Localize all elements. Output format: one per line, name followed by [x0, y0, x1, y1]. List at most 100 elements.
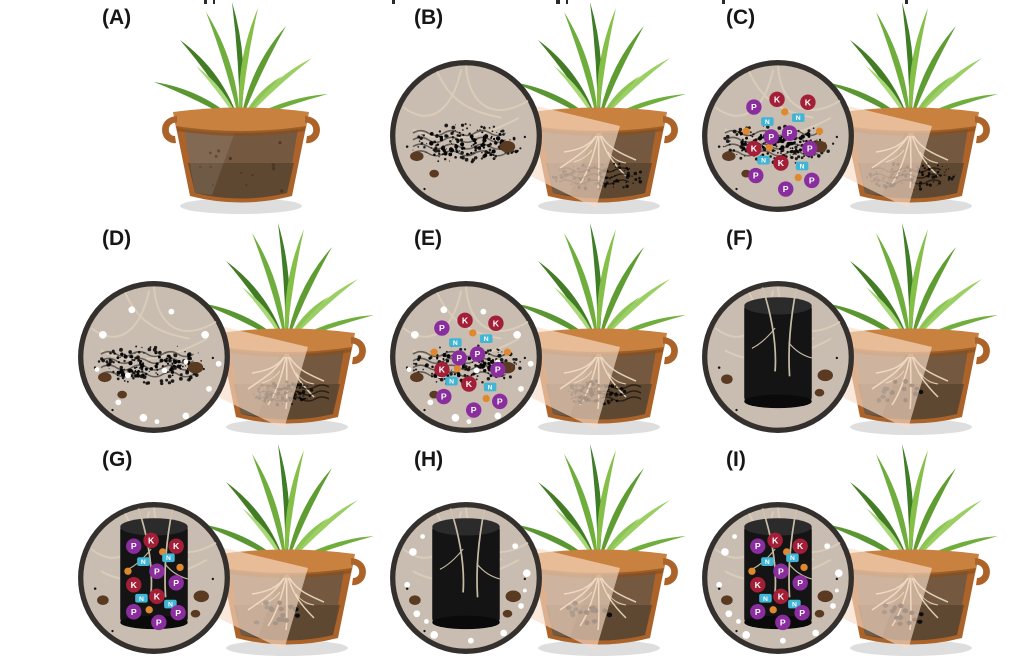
svg-text:K: K	[154, 591, 161, 601]
micronutrient-dot	[145, 606, 153, 614]
nutrient-K-badge: K	[767, 532, 783, 549]
nutrient-K-badge: K	[168, 538, 184, 554]
pot-rim	[219, 328, 355, 357]
svg-text:K: K	[493, 318, 500, 328]
svg-text:P: P	[471, 405, 477, 415]
svg-text:P: P	[780, 617, 786, 627]
nutrient-P-badge: P	[804, 172, 820, 189]
nutrient-K-badge: K	[149, 588, 165, 605]
pot-rim	[843, 328, 979, 357]
nutrient-P-badge: P	[436, 388, 452, 405]
nutrient-P-badge: P	[775, 614, 791, 631]
nutrient-K-badge: K	[457, 312, 473, 329]
magnifier-inset	[390, 60, 542, 212]
nutrient-P-badge: P	[750, 604, 766, 620]
nutrient-K-badge: K	[488, 315, 504, 331]
svg-text:N: N	[763, 596, 768, 603]
nutrient-P-badge: P	[490, 361, 506, 378]
magnifier-inset-B	[384, 54, 548, 218]
svg-text:P: P	[154, 566, 160, 576]
pot-shadow	[180, 198, 302, 214]
svg-text:K: K	[148, 535, 155, 545]
magnifier-inset-F	[696, 275, 860, 439]
nutrient-P-badge: P	[151, 614, 167, 631]
pot-rim	[173, 107, 309, 136]
soil-aggregates	[98, 361, 204, 399]
svg-text:P: P	[175, 608, 181, 618]
pot-rim	[843, 549, 979, 578]
nutrient-N-badge: N	[449, 338, 462, 347]
panel-A: (A)	[40, 0, 370, 218]
micronutrient-dot	[765, 143, 773, 152]
nutrient-K-badge: K	[143, 532, 159, 549]
svg-text:K: K	[466, 379, 473, 389]
nutrient-K-badge: K	[800, 94, 816, 110]
svg-text:K: K	[173, 541, 180, 551]
nutrient-P-badge: P	[746, 99, 762, 115]
micronutrient-dot	[794, 173, 802, 182]
nutrient-N-badge: N	[757, 155, 770, 165]
svg-text:K: K	[755, 580, 762, 590]
svg-text:P: P	[439, 323, 445, 333]
microbe-dots	[94, 306, 222, 425]
micronutrient-dot	[815, 127, 824, 135]
svg-text:P: P	[755, 607, 761, 617]
micronutrient-dot	[469, 329, 477, 337]
magnifier-inset	[78, 281, 230, 433]
magnifier-inset-D	[72, 275, 236, 439]
svg-text:K: K	[462, 315, 469, 325]
svg-text:P: P	[755, 541, 761, 551]
nutrient-N-badge: N	[786, 553, 799, 562]
svg-text:N: N	[796, 115, 801, 122]
panel-label-I: (I)	[726, 448, 746, 471]
nutrient-N-badge: N	[137, 557, 150, 566]
pot-handles	[162, 116, 320, 144]
potted-plant-A	[144, 0, 334, 216]
biochar-monolith	[744, 297, 812, 409]
nutrient-P-badge: P	[451, 350, 467, 366]
magnifier-inset	[702, 281, 854, 433]
micronutrient-dot	[124, 567, 132, 575]
svg-text:P: P	[131, 607, 137, 617]
svg-text:K: K	[774, 94, 781, 104]
svg-text:N: N	[765, 119, 770, 126]
panel-H: (H)	[352, 442, 686, 660]
panel-F: (F)	[664, 221, 998, 439]
svg-text:P: P	[809, 175, 815, 185]
nutrient-P-badge: P	[126, 538, 142, 554]
svg-text:K: K	[778, 158, 785, 168]
nutrient-N-badge: N	[788, 599, 801, 609]
svg-text:P: P	[173, 578, 179, 588]
nutrient-P-badge: P	[792, 575, 808, 591]
svg-text:N: N	[761, 158, 766, 165]
nutrient-K-badge: K	[792, 538, 808, 554]
panel-label-H: (H)	[414, 448, 444, 471]
nutrient-K-badge: K	[126, 577, 142, 593]
nutrient-P-badge: P	[781, 125, 798, 141]
svg-text:P: P	[783, 184, 789, 194]
svg-text:N: N	[790, 555, 795, 562]
pot	[175, 122, 307, 203]
plant-leaves	[154, 2, 328, 124]
micronutrient-dot	[430, 348, 438, 356]
svg-text:N: N	[800, 163, 805, 170]
svg-text:P: P	[753, 171, 759, 181]
svg-text:P: P	[475, 349, 481, 359]
nutrient-P-badge: P	[469, 346, 486, 362]
svg-text:P: P	[497, 396, 503, 406]
svg-text:K: K	[751, 144, 758, 154]
nutrient-P-badge: P	[492, 393, 508, 410]
pot-rim	[219, 549, 355, 578]
